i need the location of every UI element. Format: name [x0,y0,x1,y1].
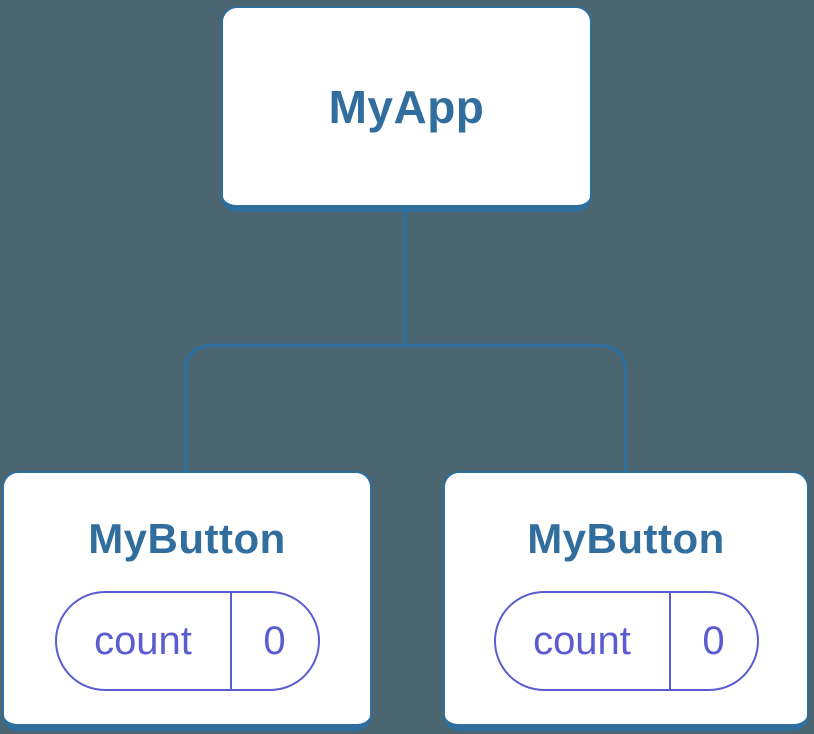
state-pill: count 0 [54,591,320,691]
node-myapp-label: MyApp [328,80,485,133]
state-key-label: count [57,593,232,689]
state-key-label: count [496,593,671,689]
state-value: 0 [263,618,286,663]
node-mybutton-right: MyButton count 0 [443,471,809,731]
state-pill: count 0 [493,591,759,691]
node-mybutton-right-label: MyButton [527,515,725,562]
node-mybutton-left-label: MyButton [88,515,286,562]
state-value: 0 [702,618,725,663]
node-myapp: MyApp [221,6,592,212]
connector-branch-bracket [183,343,628,473]
node-mybutton-left: MyButton count 0 [2,471,372,731]
